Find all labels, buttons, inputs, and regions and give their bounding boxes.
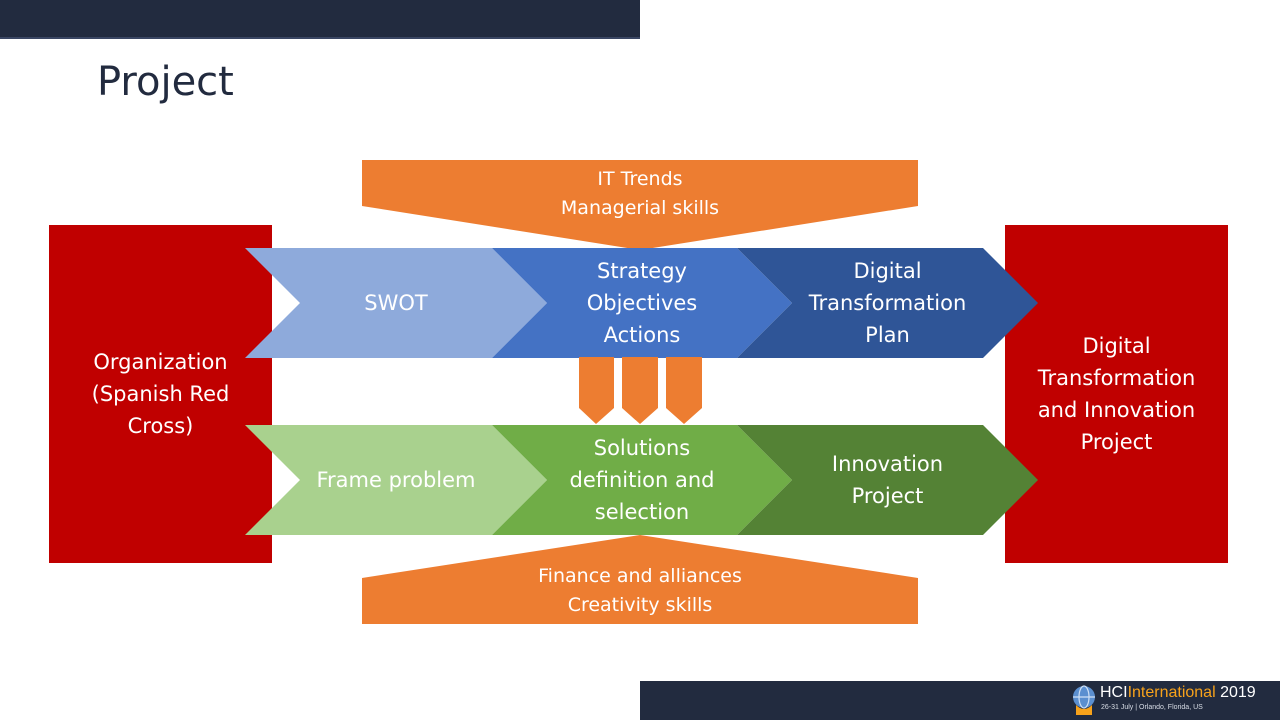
footer-bar xyxy=(640,681,1280,720)
project-outcome-box xyxy=(1005,225,1228,563)
organization-label: Organization (Spanish Red Cross) xyxy=(91,350,230,438)
logo-international-text: International xyxy=(1127,684,1216,701)
logo-wordmark: HCIInternational 2019 xyxy=(1100,683,1256,703)
chevron-innovation xyxy=(737,425,1038,535)
top-banner-label: IT Trends Managerial skills xyxy=(560,168,720,219)
down-arrow-icon xyxy=(622,357,658,424)
logo-hci-text: HCI xyxy=(1100,684,1128,701)
down-arrow-icon xyxy=(579,357,614,424)
organization-box xyxy=(49,225,272,563)
chevron-plan xyxy=(737,248,1038,358)
logo-year-text: 2019 xyxy=(1220,684,1256,701)
down-arrow-icon xyxy=(666,357,702,424)
strategy-label: Strategy Objectives Actions xyxy=(586,259,698,347)
chevron-frame-problem xyxy=(245,425,547,535)
slide-title: Project xyxy=(97,59,234,105)
chevron-strategy xyxy=(492,248,792,358)
innovation-label: Innovation Project xyxy=(831,452,944,508)
hci-international-logo: HCIInternational 2019 26-31 July | Orlan… xyxy=(1070,683,1270,717)
logo-subtitle: 26-31 July | Orlando, Florida, US xyxy=(1101,704,1203,711)
top-banner-shape xyxy=(362,160,918,250)
project-outcome-label: Digital Transformation and Innovation Pr… xyxy=(1037,334,1196,454)
globe-head-icon xyxy=(1073,685,1095,715)
chevron-swot xyxy=(245,248,547,358)
plan-label: Digital Transformation Plan xyxy=(808,259,967,347)
swot-label: SWOT xyxy=(364,291,428,315)
bottom-banner-label: Finance and alliances Creativity skills xyxy=(538,565,742,616)
chevron-solutions xyxy=(492,425,792,535)
header-bar xyxy=(0,0,640,39)
bottom-banner-shape xyxy=(362,535,918,624)
solutions-label: Solutions definition and selection xyxy=(569,436,715,524)
frame-problem-label: Frame problem xyxy=(316,468,476,492)
